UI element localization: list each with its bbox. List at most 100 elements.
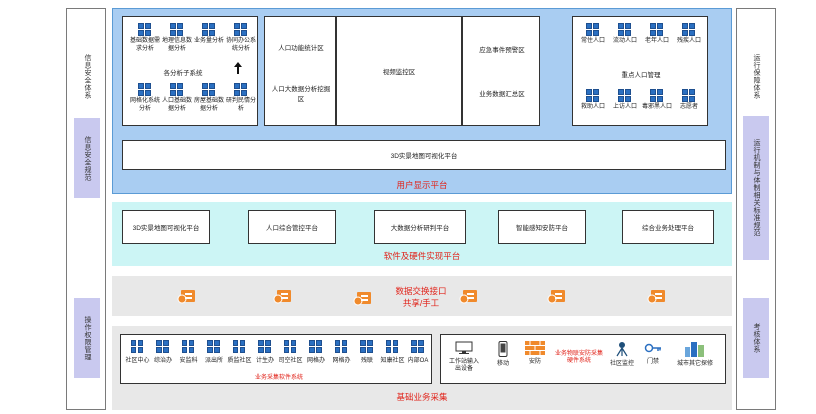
exchange-gear-icon <box>647 290 665 304</box>
city-other-device: 城市其它探修 <box>669 341 721 368</box>
business-data-zone: 业务数据汇总区 <box>479 91 525 98</box>
grid-icon <box>283 340 298 354</box>
security-device: 安防 <box>523 341 547 366</box>
grid-icon <box>232 340 247 354</box>
software-collection-item: 计生办 <box>253 340 278 366</box>
analysis-module: 研判民情分析 <box>225 83 257 113</box>
software-collection-box: 社区中心综治办安监科派出所质监社区计生办司空社区网格办网格办残联知康社区内部OA… <box>120 334 432 384</box>
analysis-module: 基础数据需求分析 <box>129 23 161 53</box>
software-collection-item: 内部OA <box>406 340 431 366</box>
user-display-title: 用户显示平台 <box>396 180 448 190</box>
grid-icon <box>385 340 400 354</box>
grid-icon <box>138 23 152 37</box>
ops-mechanism-standard: 运行机制与体制相关标准规范 <box>743 116 769 260</box>
mobile-device: 移动 <box>491 341 515 368</box>
phone-icon <box>498 341 508 357</box>
emergency-zone-box: 应急事件预警区 业务数据汇总区 <box>462 16 540 126</box>
brick-wall-icon <box>525 341 545 355</box>
info-security-system: 信息安全体系 <box>84 53 91 99</box>
grid-icon <box>207 340 221 354</box>
software-collection-item: 网格办 <box>304 340 329 366</box>
grid-icon <box>586 89 600 103</box>
grid-icon <box>181 340 196 354</box>
data-exchange-title: 数据交换接口 <box>395 286 447 296</box>
grid-icon <box>202 23 216 37</box>
software-hardware-title: 软件及硬件实现平台 <box>383 251 461 261</box>
grid-icon <box>309 340 323 354</box>
analysis-module: 协同办公系统分析 <box>225 23 257 53</box>
operation-permission: 操作权限管理 <box>74 298 100 378</box>
data-exchange-panel <box>112 276 732 316</box>
grid-icon <box>130 340 145 354</box>
grid-icon <box>650 23 664 37</box>
grid-icon <box>234 23 248 37</box>
software-collection-item: 残联 <box>355 340 380 366</box>
key-population-item: 常住人口 <box>577 23 609 46</box>
key-population-item: 志愿者 <box>673 89 705 112</box>
camera-icon <box>616 342 628 357</box>
exchange-gear-icon <box>547 290 565 304</box>
grid-icon <box>360 340 374 354</box>
info-security-standard: 信息安全规范 <box>74 118 100 198</box>
analysis-module: 网格化系统分析 <box>129 83 161 113</box>
grid-icon <box>650 89 664 103</box>
grid-icon <box>411 340 425 354</box>
basic-collection-title: 基础业务采集 <box>396 392 448 402</box>
key-population-item: 残疾人口 <box>673 23 705 46</box>
software-collection-label: 业务采集软件系统 <box>254 375 303 381</box>
video-monitor-zone: 视频监控区 <box>336 16 462 126</box>
platform-box: 智能感知安防平台 <box>498 210 586 244</box>
population-zone-box: 人口功能统计区 人口大数据分析挖掘区 <box>264 16 336 126</box>
software-collection-item: 社区中心 <box>125 340 150 366</box>
data-exchange-subtitle: 共享/手工 <box>402 298 440 308</box>
exchange-gear-icon <box>177 290 195 304</box>
software-collection-item: 知康社区 <box>380 340 405 366</box>
software-collection-item: 派出所 <box>202 340 227 366</box>
software-collection-item: 质监社区 <box>227 340 252 366</box>
exchange-gear-icon <box>353 292 371 306</box>
population-stats-zone: 人口功能统计区 <box>278 45 324 52</box>
analysis-subsystem-label: 各分析子系统 <box>163 70 203 77</box>
key-population-item: 毒邪黑人口 <box>641 89 673 112</box>
key-population-box: 常住人口 流动人口 老年人口 残疾人口 重点人口管理 救助人口 上访人口 毒邪黑… <box>572 16 708 126</box>
grid-icon <box>586 23 600 37</box>
population-bigdata-zone: 人口大数据分析挖掘区 <box>271 86 331 103</box>
access-control-device: 门禁 <box>641 341 665 366</box>
grid-icon <box>618 89 632 103</box>
analysis-module: 房屋基础数据分析 <box>193 83 225 113</box>
analysis-module: 人口基础数据分析 <box>161 83 193 113</box>
grid-icon <box>156 340 170 354</box>
grid-icon <box>234 83 248 97</box>
grid-icon <box>682 89 696 103</box>
software-collection-item: 司空社区 <box>278 340 303 366</box>
exchange-gear-icon <box>459 290 477 304</box>
exchange-gear-icon <box>273 290 291 304</box>
grid-icon <box>618 23 632 37</box>
grid-icon <box>170 23 184 37</box>
platform-box: 综合业务处理平台 <box>622 210 714 244</box>
grid-icon <box>170 83 184 97</box>
grid-icon <box>682 23 696 37</box>
software-collection-item: 网格办 <box>329 340 354 366</box>
platform-box: 大数据分析研判平台 <box>374 210 466 244</box>
key-population-item: 救助人口 <box>577 89 609 112</box>
software-collection-item: 综治办 <box>151 340 176 366</box>
map-platform-bar: 3D实景地图可视化平台 <box>122 140 726 170</box>
software-collection-item: 安监科 <box>176 340 201 366</box>
emergency-warning-zone: 应急事件预警区 <box>479 47 525 54</box>
key-population-item: 老年人口 <box>641 23 673 46</box>
workstation-device: 工作站输入出设备 <box>447 341 481 374</box>
key-icon <box>644 343 661 353</box>
ops-support-system: 运行保障体系 <box>753 53 760 99</box>
grid-icon <box>138 83 152 97</box>
hardware-collection-box: 工作站输入出设备 移动 安防 业务物联安防采集硬件系统 社区监控 门禁 城市其它… <box>440 334 726 384</box>
hardware-collection-label: 业务物联安防采集硬件系统 <box>554 351 603 364</box>
grid-icon <box>202 83 216 97</box>
grid-icon <box>334 340 349 354</box>
analysis-subsystem-box: 基础数据需求分析 地理信息数据分析 业务量分析 协同办公系统分析 各分析子系统 … <box>122 16 258 126</box>
grid-icon <box>258 340 272 354</box>
platform-box: 3D实景地图可视化平台 <box>122 210 210 244</box>
key-population-item: 流动人口 <box>609 23 641 46</box>
platform-box: 人口综合管控平台 <box>248 210 336 244</box>
key-population-item: 上访人口 <box>609 89 641 112</box>
